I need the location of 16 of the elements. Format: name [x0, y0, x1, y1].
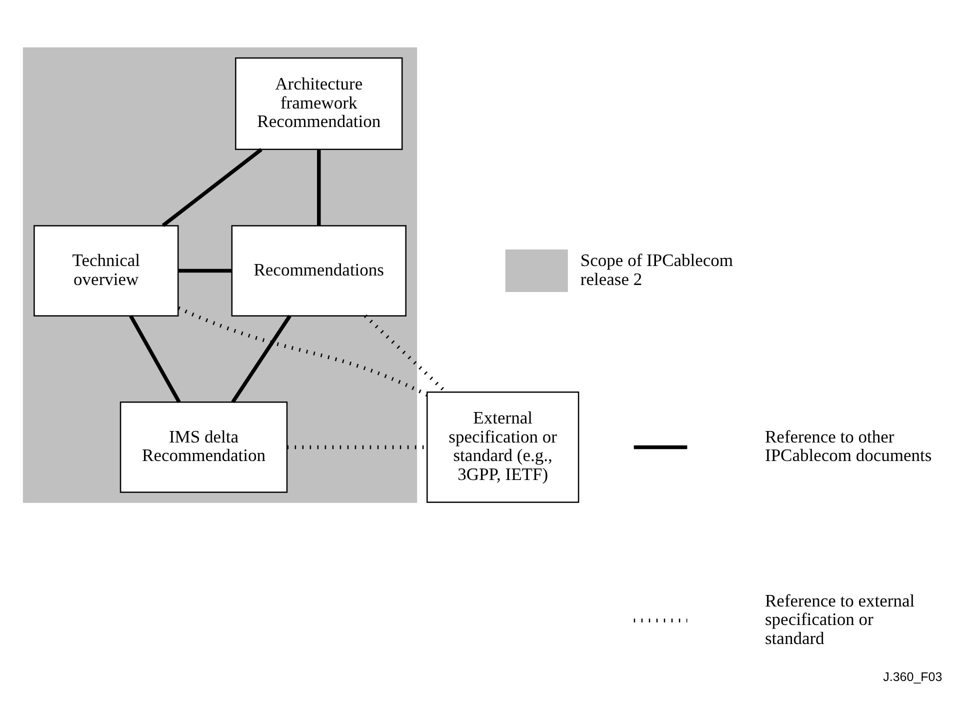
cluster: [22, 46, 418, 502]
connector: [178, 306, 428, 396]
legend-label: Reference to other IPCablecom documents: [765, 426, 932, 465]
connector: [231, 314, 292, 403]
connector: [178, 268, 232, 272]
caption: J.360_F03: [883, 670, 942, 684]
connector: [162, 148, 262, 226]
node-box: IMS delta Recommendation: [120, 401, 288, 492]
legend-label: Scope of IPCablecom release 2: [580, 250, 734, 288]
node-box: External specification or standard (e.g., 3GPP, IETF): [426, 391, 580, 502]
legend-label: Reference to external specification or standard: [765, 590, 915, 648]
node-box: Recommendations: [231, 224, 406, 316]
connector: [317, 149, 321, 226]
node-box: Architecture framework Recommendation: [235, 56, 403, 150]
connector: [129, 314, 181, 403]
node-box: Technical overview: [34, 224, 179, 316]
